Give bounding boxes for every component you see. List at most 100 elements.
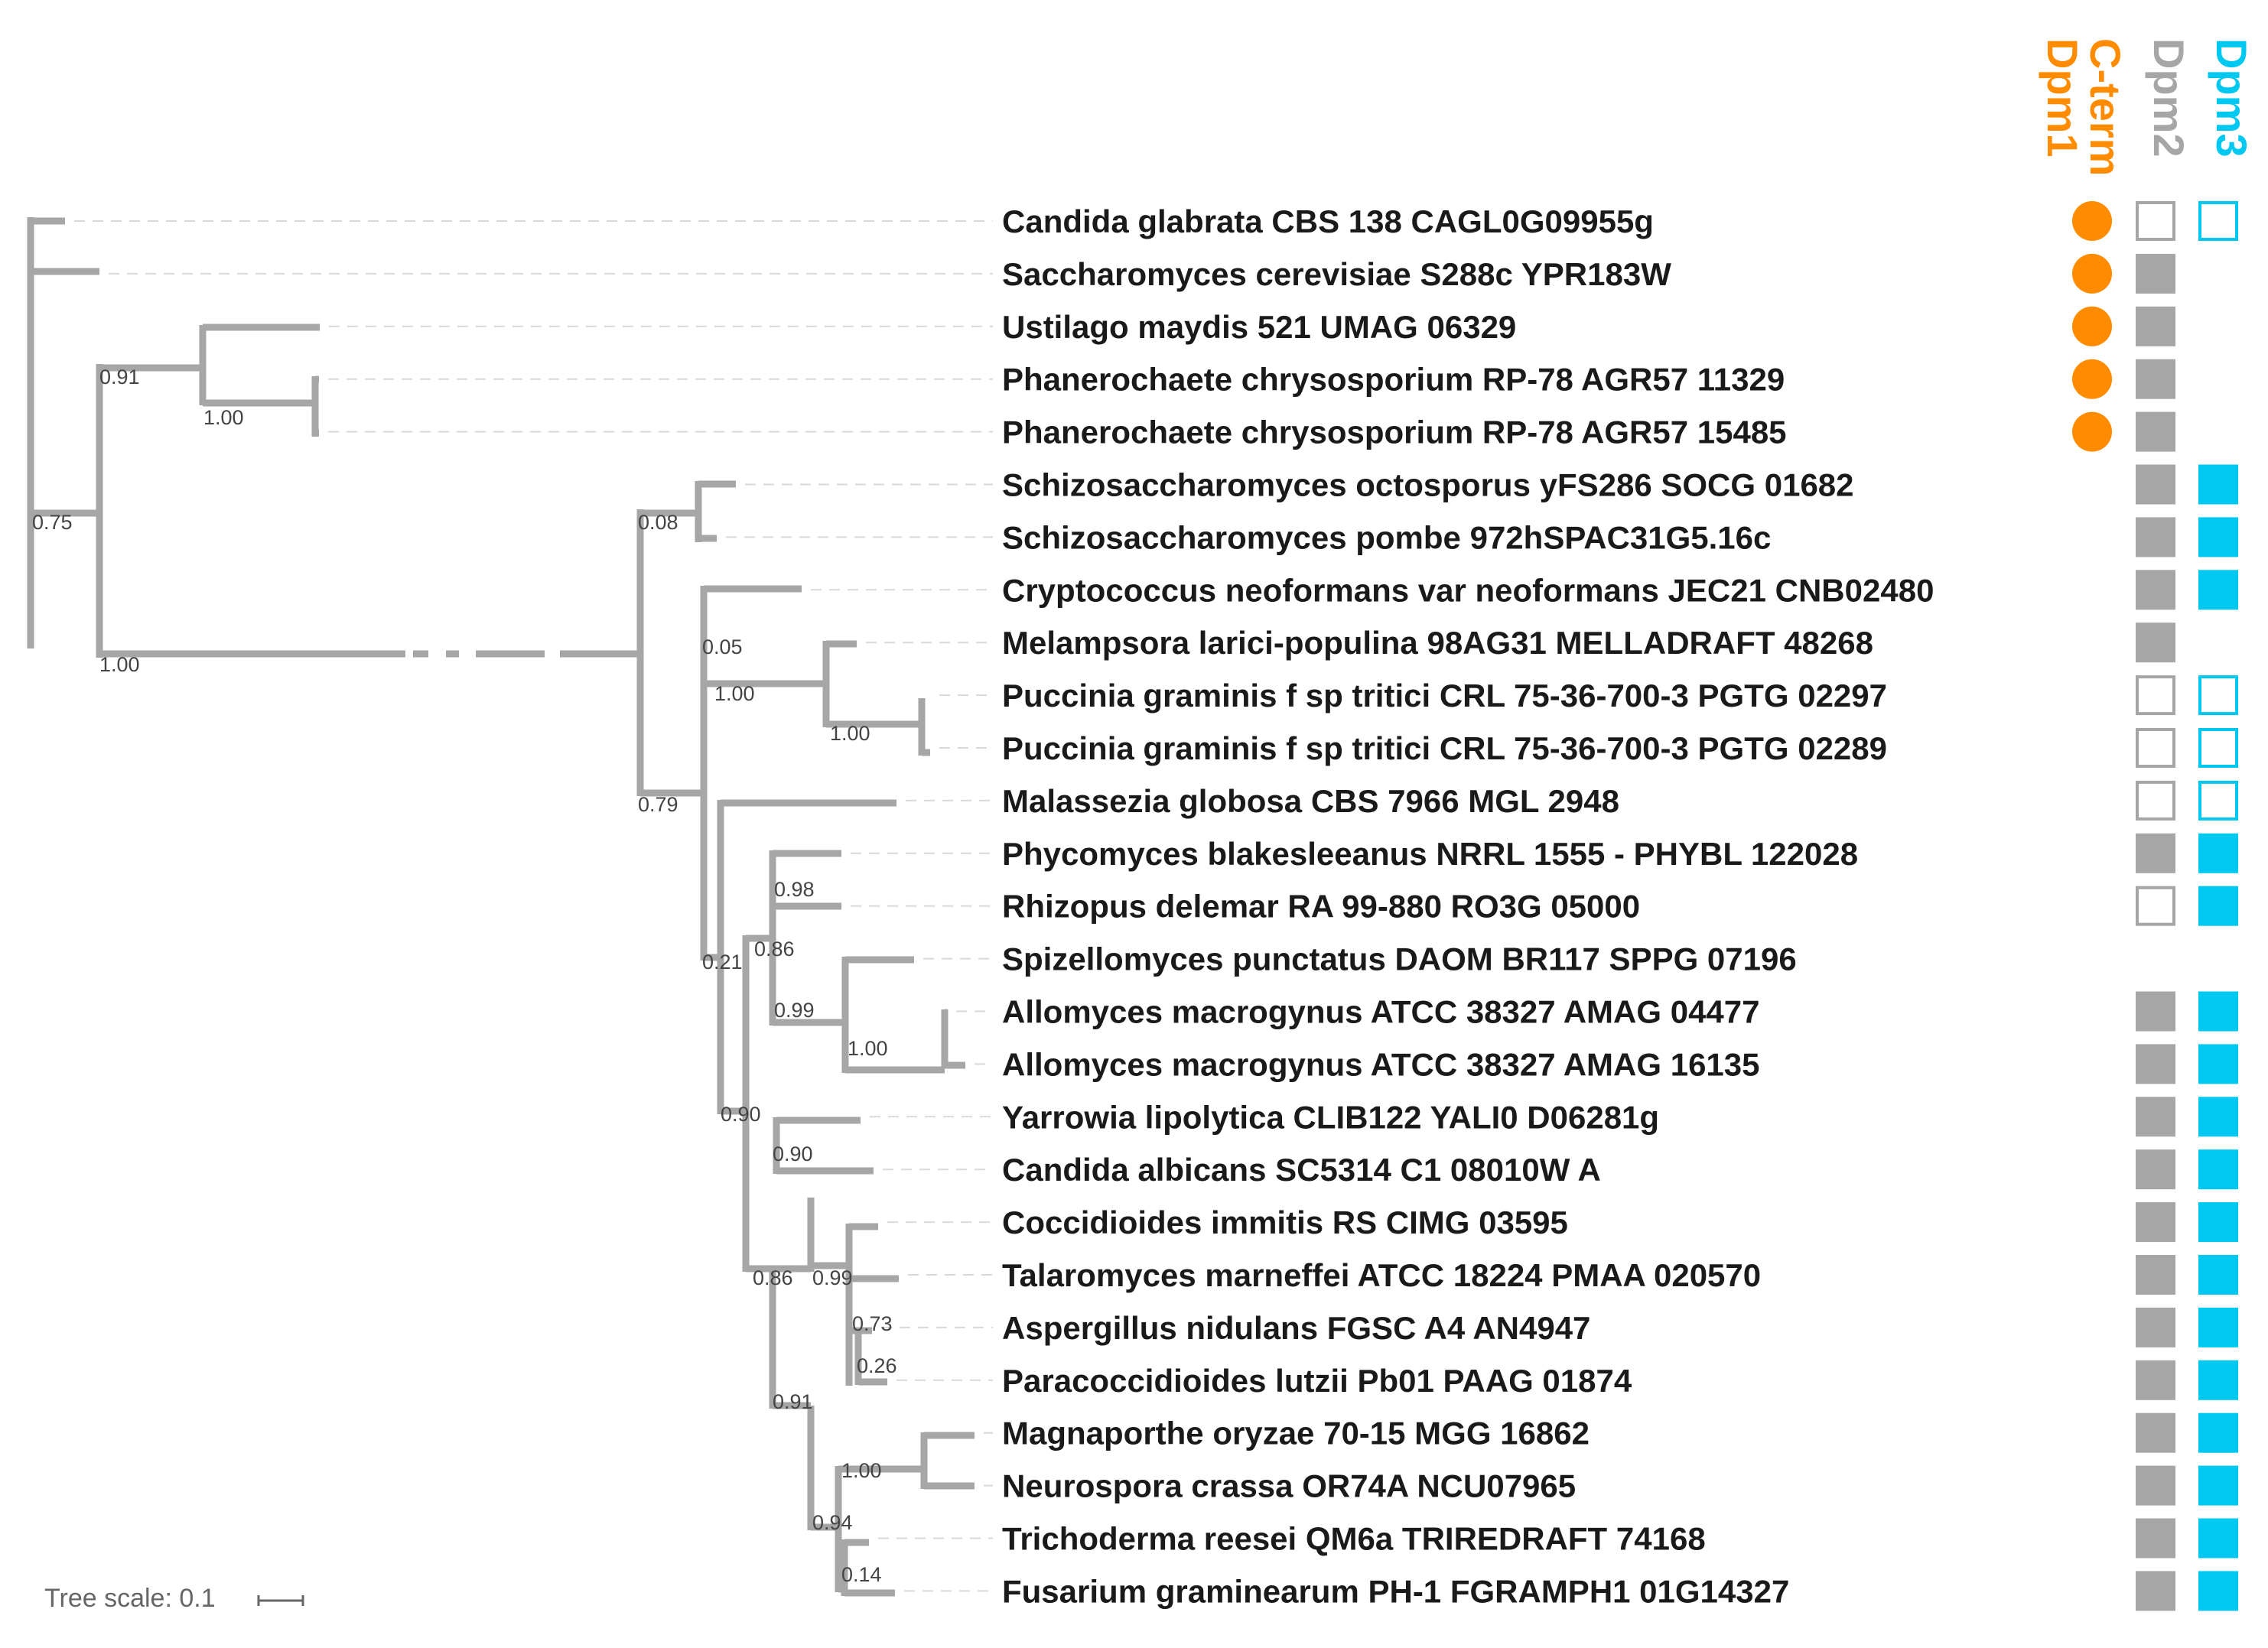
tree-branches xyxy=(27,217,975,1597)
dpm3-partial-marker xyxy=(2198,675,2238,716)
support-value: 0.86 xyxy=(753,1266,793,1289)
support-value: 0.90 xyxy=(773,1143,813,1165)
dpm3-present-marker xyxy=(2198,1149,2238,1190)
support-value: 1.00 xyxy=(203,406,244,429)
support-value: 0.14 xyxy=(841,1563,882,1586)
support-value: 0.26 xyxy=(857,1354,897,1377)
dpm2-present-marker xyxy=(2136,1044,2175,1084)
leaf-label: Candida glabrata CBS 138 CAGL0G09955g xyxy=(1002,203,1654,239)
leaf-label: Talaromyces marneffei ATCC 18224 PMAA 02… xyxy=(1002,1257,1761,1293)
dpm3-partial-marker xyxy=(2198,728,2238,768)
support-value: 0.99 xyxy=(812,1266,853,1289)
support-value: 0.05 xyxy=(702,635,743,658)
leaf-label: Fusarium graminearum PH-1 FGRAMPH1 01G14… xyxy=(1002,1573,1789,1609)
dpm3-present-marker xyxy=(2198,1044,2238,1084)
dpm3-partial-marker xyxy=(2198,201,2238,241)
dpm3-present-marker xyxy=(2198,1097,2238,1137)
dpm2-partial-marker xyxy=(2136,780,2175,821)
dpm2-present-marker xyxy=(2136,1149,2175,1190)
support-value: 0.90 xyxy=(721,1103,761,1126)
leaf-labels: Candida glabrata CBS 138 CAGL0G09955gSac… xyxy=(1002,203,1934,1609)
support-value: 0.79 xyxy=(638,793,678,816)
support-value: 1.00 xyxy=(99,653,140,676)
support-value: 0.86 xyxy=(754,938,795,961)
dpm3-present-marker xyxy=(2198,1518,2238,1559)
leaf-label: Neurospora crassa OR74A NCU07965 xyxy=(1002,1468,1576,1504)
dpm2-present-marker xyxy=(2136,1097,2175,1137)
support-value: 1.00 xyxy=(848,1037,888,1060)
dpm3-present-marker xyxy=(2198,1255,2238,1295)
dpm2-partial-marker xyxy=(2136,728,2175,768)
dpm2-present-marker xyxy=(2136,1412,2175,1453)
dpm2-present-marker xyxy=(2136,833,2175,873)
support-value: 0.08 xyxy=(638,511,678,534)
dpm2-partial-marker xyxy=(2136,675,2175,716)
dpm2-present-marker xyxy=(2136,1255,2175,1295)
support-value: 0.91 xyxy=(773,1390,813,1413)
leaf-label: Puccinia graminis f sp tritici CRL 75-36… xyxy=(1002,730,1887,766)
dpm3-present-marker xyxy=(2198,833,2238,873)
dpm3-present-marker xyxy=(2198,1412,2238,1453)
dpm1-present-marker xyxy=(2072,253,2112,294)
leaf-label: Trichoderma reesei QM6a TRIREDRAFT 74168 xyxy=(1002,1521,1706,1557)
leaf-label: Melampsora larici-populina 98AG31 MELLAD… xyxy=(1002,625,1873,661)
leaf-label: Cryptococcus neoformans var neoformans J… xyxy=(1002,572,1934,608)
dpm2-present-marker xyxy=(2136,1307,2175,1347)
leaf-label: Allomyces macrogynus ATCC 38327 AMAG 161… xyxy=(1002,1046,1760,1082)
dpm2-partial-marker xyxy=(2136,201,2175,241)
leaf-label: Phycomyces blakesleeanus NRRL 1555 - PHY… xyxy=(1002,836,1858,872)
leaf-label: Rhizopus delemar RA 99-880 RO3G 05000 xyxy=(1002,889,1640,925)
leaf-label: Spizellomyces punctatus DAOM BR117 SPPG … xyxy=(1002,941,1797,977)
column-header: Dpm3 xyxy=(2208,38,2256,158)
dpm2-present-marker xyxy=(2136,464,2175,505)
dpm3-present-marker xyxy=(2198,517,2238,557)
tree-scale-bar xyxy=(257,1595,304,1606)
dpm1-present-marker xyxy=(2072,306,2112,346)
leaf-label: Phanerochaete chrysosporium RP-78 AGR57 … xyxy=(1002,362,1785,398)
column-header: Dpm2 xyxy=(2145,38,2193,158)
leaf-label: Schizosaccharomyces octosporus yFS286 SO… xyxy=(1002,467,1854,503)
dpm1-present-marker xyxy=(2072,411,2112,452)
dpm3-present-marker xyxy=(2198,886,2238,926)
dpm3-present-marker xyxy=(2198,991,2238,1032)
dpm2-present-marker xyxy=(2136,517,2175,557)
dpm2-present-marker xyxy=(2136,411,2175,452)
leaf-label: Schizosaccharomyces pombe 972hSPAC31G5.1… xyxy=(1002,519,1771,555)
dpm3-present-marker xyxy=(2198,464,2238,505)
leaf-label: Paracoccidioides lutzii Pb01 PAAG 01874 xyxy=(1002,1363,1632,1399)
support-value: 1.00 xyxy=(841,1459,882,1482)
leaf-label: Allomyces macrogynus ATCC 38327 AMAG 044… xyxy=(1002,994,1760,1030)
dpm1-present-marker xyxy=(2072,201,2112,241)
dpm3-partial-marker xyxy=(2198,780,2238,821)
support-values: 0.91 1.00 0.75 1.00 0.08 0.05 1.00 1.00 … xyxy=(32,366,897,1586)
support-value: 0.91 xyxy=(99,366,140,388)
dpm2-present-marker xyxy=(2136,1465,2175,1506)
dpm3-present-marker xyxy=(2198,570,2238,610)
dpm3-present-marker xyxy=(2198,1307,2238,1347)
support-value: 0.94 xyxy=(812,1511,853,1534)
leaf-label: Magnaporthe oryzae 70-15 MGG 16862 xyxy=(1002,1416,1590,1451)
column-header: C-term xyxy=(2081,38,2130,176)
column-header: Dpm1 xyxy=(2039,38,2087,158)
tree-scale: Tree scale: 0.1 xyxy=(44,1584,304,1613)
leaf-label: Malassezia globosa CBS 7966 MGL 2948 xyxy=(1002,783,1619,819)
dpm2-present-marker xyxy=(2136,991,2175,1032)
support-value: 0.98 xyxy=(774,878,815,901)
leaf-label: Puccinia graminis f sp tritici CRL 75-36… xyxy=(1002,678,1887,713)
dpm2-present-marker xyxy=(2136,622,2175,663)
leaf-label: Saccharomyces cerevisiae S288c YPR183W xyxy=(1002,256,1671,292)
tree-scale-label: Tree scale: 0.1 xyxy=(44,1584,216,1613)
support-value: 1.00 xyxy=(714,682,755,705)
dpm3-present-marker xyxy=(2198,1360,2238,1400)
dpm3-present-marker xyxy=(2198,1202,2238,1243)
leaf-label: Phanerochaete chrysosporium RP-78 AGR57 … xyxy=(1002,414,1787,450)
leaf-label: Coccidioides immitis RS CIMG 03595 xyxy=(1002,1204,1568,1240)
leaf-label: Candida albicans SC5314 C1 08010W A xyxy=(1002,1152,1601,1188)
dpm2-present-marker xyxy=(2136,1518,2175,1559)
support-value: 0.21 xyxy=(702,951,743,974)
leader-lines xyxy=(74,220,993,1592)
dpm2-present-marker xyxy=(2136,253,2175,294)
support-value: 0.73 xyxy=(852,1312,893,1335)
